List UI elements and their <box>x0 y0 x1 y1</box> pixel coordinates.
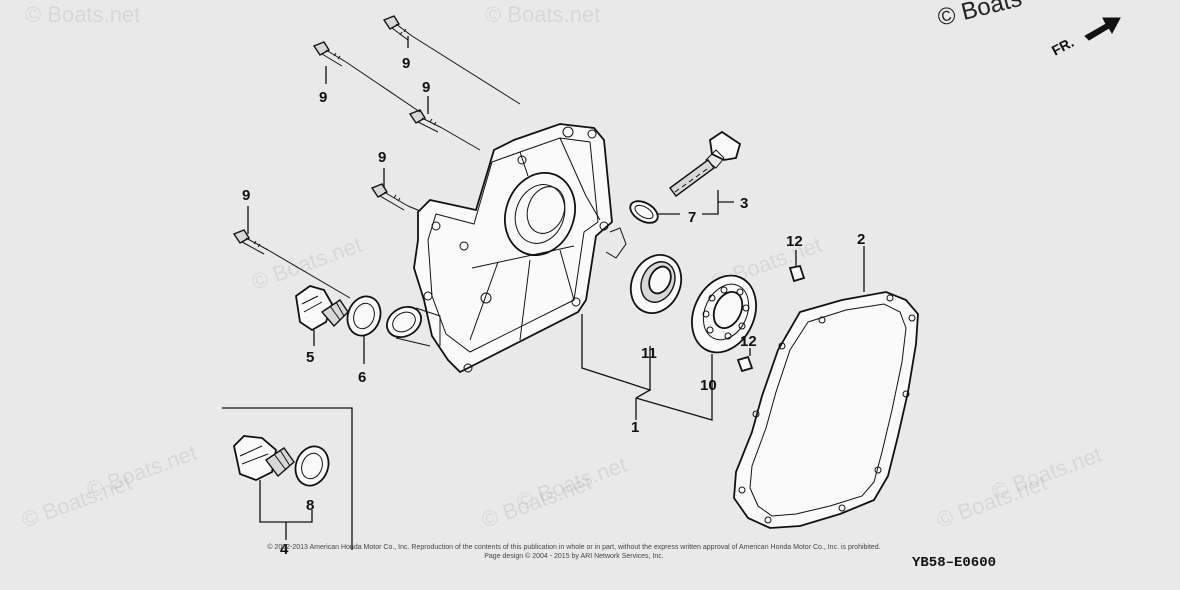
detail-bracket-frame <box>222 407 353 550</box>
watermark: © Boats.net <box>513 452 630 515</box>
callout-oil-seal[interactable]: 11 <box>641 345 657 362</box>
callout-o-ring[interactable]: 7 <box>688 209 696 226</box>
bolt-icon <box>370 183 409 211</box>
callout-drain-plug[interactable]: 5 <box>306 349 314 366</box>
bolt-icon <box>312 41 347 67</box>
callout-bolt[interactable]: 9 <box>319 89 327 106</box>
callout-dowel-pin[interactable]: 12 <box>786 233 803 250</box>
watermark: © Boats.net <box>248 232 365 295</box>
callout-bolt[interactable]: 9 <box>242 187 250 204</box>
o-ring <box>629 200 659 224</box>
copyright-notice: © 2002-2013 American Honda Motor Co., In… <box>267 543 880 551</box>
page-design-notice: Page design © 2004 - 2015 by ARI Network… <box>484 552 664 560</box>
callout-gasket[interactable]: 2 <box>857 231 865 248</box>
bolts-group <box>232 15 521 299</box>
cover-gasket <box>733 291 919 529</box>
callout-bearing[interactable]: 10 <box>700 377 717 394</box>
diagram-code: YB58–E0600 <box>912 555 996 571</box>
callout-dipstick[interactable]: 3 <box>740 195 748 212</box>
ball-bearing <box>691 274 757 354</box>
callout-crankcase-cover[interactable]: 1 <box>631 419 639 436</box>
watermark: © Boats.net <box>25 2 140 27</box>
callout-alt-washer[interactable]: 8 <box>306 497 314 514</box>
bolt-icon <box>232 229 269 255</box>
bolt-icon <box>382 15 413 41</box>
crankcase-cover <box>386 123 627 374</box>
bolt-icon <box>408 109 443 133</box>
callout-dowel-pin[interactable]: 12 <box>740 333 757 350</box>
callout-labels: 9 9 9 9 9 3 7 12 2 12 11 10 1 5 6 8 4 <box>242 55 865 558</box>
dipstick <box>669 130 742 197</box>
drain-plug <box>295 285 349 332</box>
corner-watermark: © Boats <box>935 0 1025 32</box>
alternate-washer <box>294 445 330 487</box>
direction-label: FR. <box>1049 34 1076 59</box>
callout-bolt[interactable]: 9 <box>422 79 430 96</box>
arrow-right-icon <box>1084 17 1121 41</box>
leader-lines <box>247 36 865 540</box>
dowel-pins <box>736 264 806 373</box>
callout-bolt[interactable]: 9 <box>378 149 386 166</box>
alternate-drain-plug <box>233 435 295 481</box>
watermark: © Boats.net <box>988 442 1105 505</box>
oil-seal <box>629 254 683 314</box>
watermark: © Boats.net <box>83 440 200 503</box>
callout-alt-drain-plug[interactable]: 4 <box>280 541 289 558</box>
watermark: © Boats.net <box>485 2 600 27</box>
sealing-washer <box>346 295 382 337</box>
callout-washer[interactable]: 6 <box>358 369 366 386</box>
callout-bolt[interactable]: 9 <box>402 55 410 72</box>
front-direction-indicator: FR. <box>1049 17 1121 59</box>
